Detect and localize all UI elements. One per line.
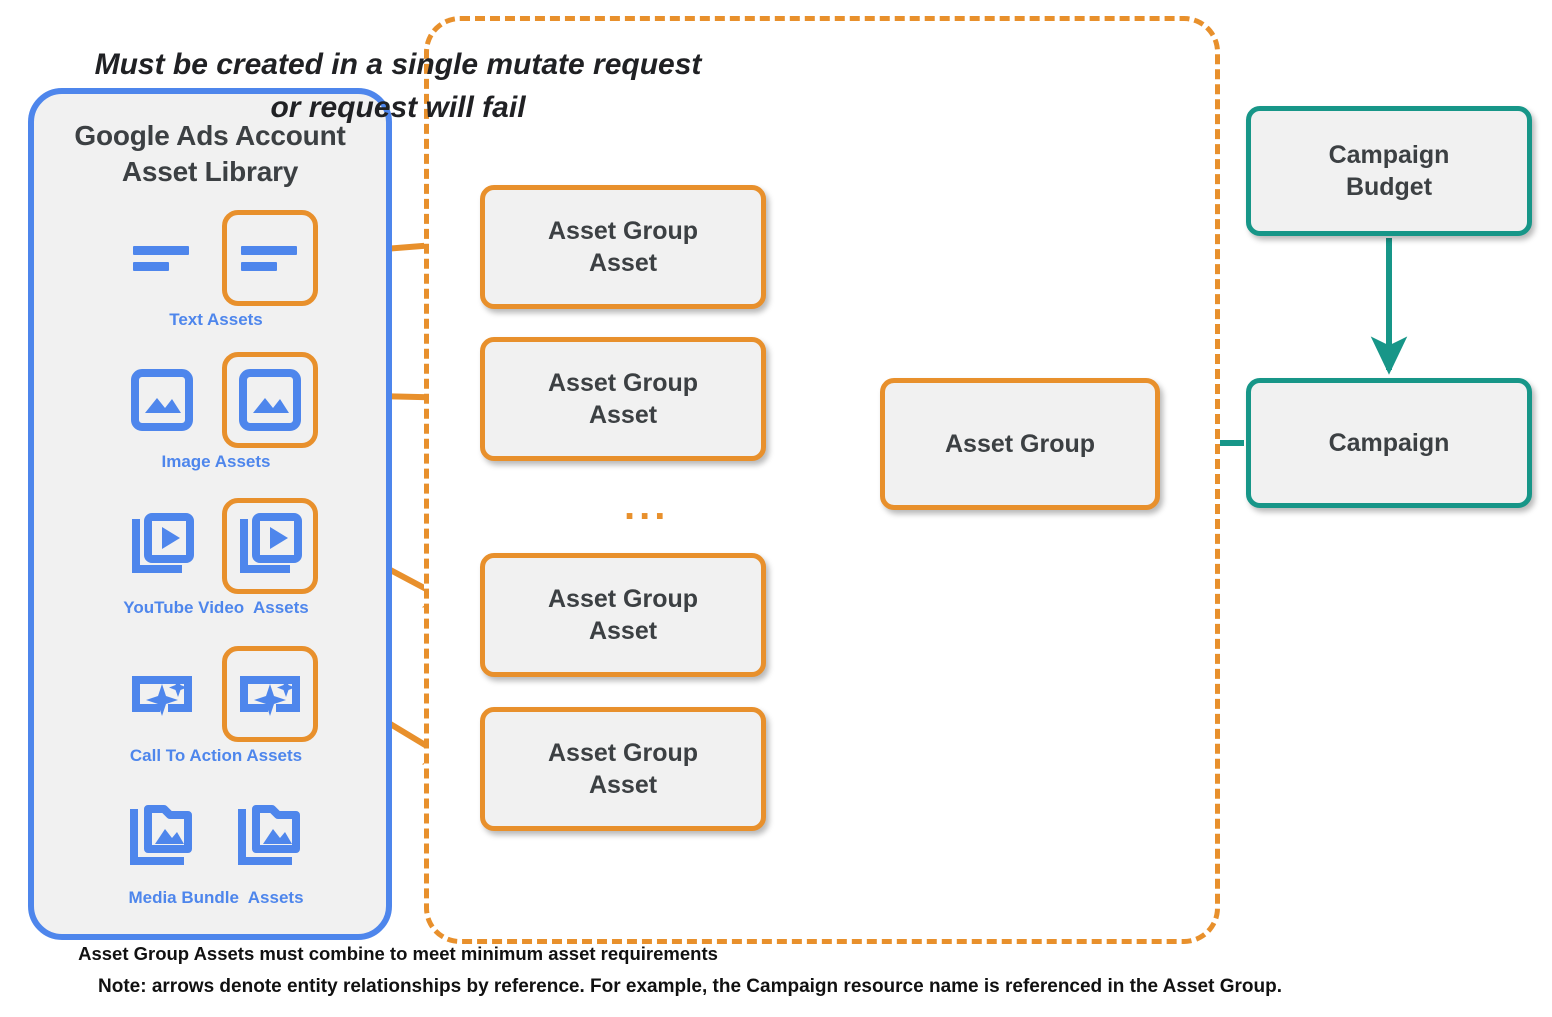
youtube-video-asset-icon-selected[interactable] (222, 498, 318, 594)
asset-group-asset-node-3[interactable]: Asset Group Asset (480, 553, 766, 677)
asset-label-image: Image Assets (161, 452, 271, 471)
asset-icons-media-bundle (34, 788, 398, 884)
asset-label-call-to-action: Call To Action Assets (129, 746, 303, 765)
asset-group-node[interactable]: Asset Group (880, 378, 1160, 510)
ellipsis-indicator: ... (624, 484, 670, 528)
asset-icons-youtube-video (34, 498, 398, 594)
asset-library-title-line1: Google Ads Account (74, 120, 346, 151)
campaign-budget-line2: Budget (1345, 173, 1433, 201)
asset-row-text[interactable]: Text Assets (34, 210, 398, 330)
call-to-action-asset-icon-selected[interactable] (222, 646, 318, 742)
asset-group-node-label: Asset Group (944, 429, 1096, 458)
aga4-line1: Asset Group (547, 738, 699, 767)
asset-row-image[interactable]: Image Assets (34, 352, 398, 472)
asset-group-asset-node-2[interactable]: Asset Group Asset (480, 337, 766, 461)
asset-icons-text (34, 210, 398, 306)
aga3-line2: Asset (588, 617, 658, 645)
asset-label-text: Text Assets (169, 310, 263, 329)
campaign-node-label: Campaign (1328, 428, 1450, 457)
aga1-line1: Asset Group (547, 216, 699, 245)
aga2-line1: Asset Group (547, 368, 699, 397)
asset-label-youtube-video: YouTube Video Assets (123, 598, 309, 617)
aga1-line2: Asset (588, 249, 658, 277)
asset-label-media-bundle: Media Bundle Assets (128, 888, 304, 907)
call-to-action-asset-icon (114, 646, 210, 742)
campaign-budget-node[interactable]: Campaign Budget (1246, 106, 1532, 236)
asset-library-panel: Google Ads Account Asset Library (28, 88, 392, 940)
mutate-request-footnote: Asset Group Assets must combine to meet … (78, 943, 718, 964)
asset-icons-image (34, 352, 398, 448)
mutate-request-title: Must be created in a single mutate reque… (40, 44, 756, 129)
footer-note: Note: arrows denote entity relationships… (98, 976, 1282, 997)
asset-row-call-to-action[interactable]: Call To Action Assets (34, 646, 398, 766)
media-bundle-asset-icon-secondary (222, 788, 318, 884)
text-asset-icon (114, 210, 210, 306)
text-asset-icon-selected[interactable] (222, 210, 318, 306)
aga2-line2: Asset (588, 401, 658, 429)
mutate-request-title-line2: or request will fail (270, 90, 526, 124)
asset-icons-call-to-action (34, 646, 398, 742)
campaign-budget-line1: Campaign (1328, 140, 1450, 169)
image-asset-icon-selected[interactable] (222, 352, 318, 448)
asset-group-asset-node-1[interactable]: Asset Group Asset (480, 185, 766, 309)
youtube-video-asset-icon (114, 498, 210, 594)
aga4-line2: Asset (588, 771, 658, 799)
aga3-line1: Asset Group (547, 584, 699, 613)
asset-row-media-bundle[interactable]: Media Bundle Assets (34, 788, 398, 908)
asset-row-youtube-video[interactable]: YouTube Video Assets (34, 498, 398, 618)
media-bundle-asset-icon (114, 788, 210, 884)
asset-group-asset-node-4[interactable]: Asset Group Asset (480, 707, 766, 831)
mutate-request-title-line1: Must be created in a single mutate reque… (94, 48, 702, 81)
image-asset-icon (114, 352, 210, 448)
campaign-node[interactable]: Campaign (1246, 378, 1532, 508)
asset-library-title: Google Ads Account Asset Library (34, 118, 386, 190)
asset-library-title-line2: Asset Library (121, 155, 299, 187)
